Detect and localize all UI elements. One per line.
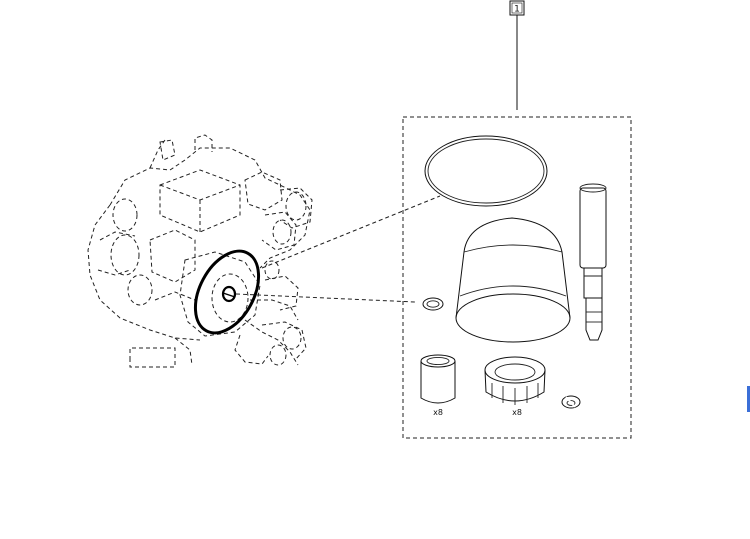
leader-line-oring <box>261 195 441 269</box>
small-clip-part[interactable] <box>561 395 581 409</box>
nut-part[interactable]: x8 <box>484 356 546 417</box>
protective-cap-part[interactable] <box>455 217 571 343</box>
sleeve-quantity: x8 <box>433 408 443 417</box>
pump-oring-highlight <box>193 249 261 335</box>
small-washer-part[interactable] <box>422 297 444 311</box>
nut-quantity: x8 <box>512 408 522 417</box>
injection-pump-assembly <box>87 134 313 368</box>
sleeve-part[interactable]: x8 <box>420 354 456 417</box>
kit-boundary-box <box>402 116 632 439</box>
scroll-edge-marker[interactable] <box>747 386 750 412</box>
leader-line-washer <box>235 293 416 303</box>
large-oring-part[interactable] <box>424 135 548 207</box>
reference-callout[interactable]: 1 <box>509 0 525 110</box>
ref-number-label: 1 <box>514 5 520 15</box>
drift-tool-part[interactable] <box>579 183 607 341</box>
